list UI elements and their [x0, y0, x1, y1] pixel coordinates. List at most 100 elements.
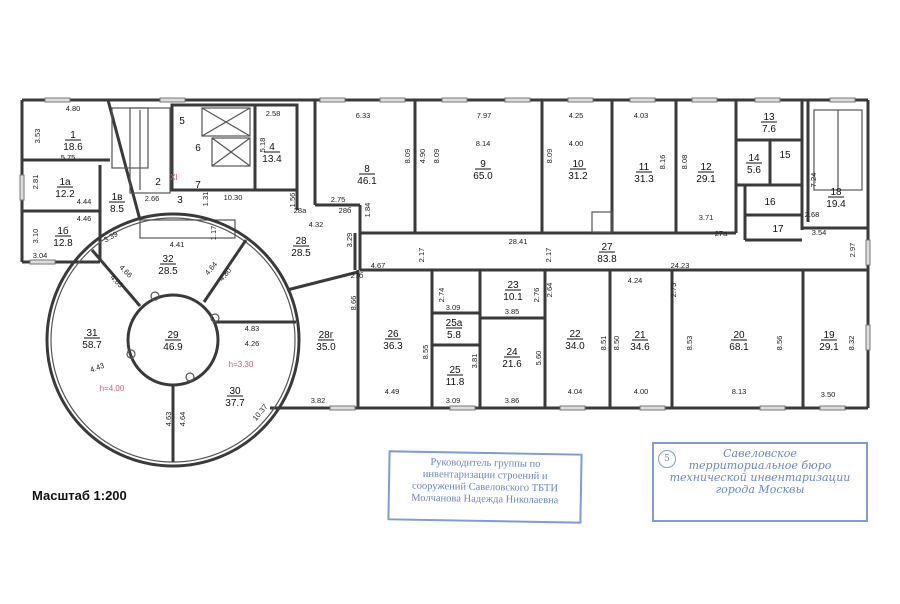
dimension-label: 8.55: [421, 345, 430, 360]
room-area: 28.5: [291, 248, 311, 259]
dimension-label: 3.54: [812, 228, 827, 237]
room-number: 29: [167, 330, 179, 341]
room-area: 12.8: [53, 238, 73, 249]
room-area: 21.6: [502, 359, 522, 370]
stamp-bti: 5 Савеловское территориальное бюро техни…: [652, 442, 868, 522]
room-number: 21: [634, 330, 646, 341]
room-area: 35.0: [316, 342, 336, 353]
room-number: 26: [387, 329, 399, 340]
dimension-label: 4.26: [245, 339, 260, 348]
room-number: 24: [506, 347, 518, 358]
dimension-label: 6.33: [356, 111, 371, 120]
room-area: 37.7: [225, 398, 245, 409]
room-number: 1: [70, 130, 76, 141]
room-number: 17: [772, 224, 784, 235]
dimension-label: 8.51: [599, 336, 608, 351]
room-area: 58.7: [82, 340, 102, 351]
room-area: 11.8: [446, 377, 465, 388]
room-number: 31: [86, 328, 98, 339]
dimension-label: 3.04: [33, 251, 48, 260]
dimension-label: 1.31: [201, 192, 210, 207]
dimension-label: 1.84: [363, 203, 372, 218]
dimension-label: 2.64: [545, 283, 554, 298]
dimension-label: 4.49: [385, 387, 400, 396]
dimension-label: 4.80: [66, 104, 81, 113]
dimension-label: 4.03: [634, 111, 649, 120]
room-number: 11: [639, 162, 650, 173]
stamp-line: города Москвы: [715, 483, 805, 496]
room-number: 4: [269, 142, 275, 153]
room-area: 31.3: [634, 174, 654, 185]
dimension-label: 3.10: [31, 229, 40, 244]
dimension-label: 3.71: [699, 213, 714, 222]
room-number: 18: [830, 187, 842, 198]
room-number: 19: [823, 330, 835, 341]
room-area: 10.1: [503, 292, 523, 303]
dimension-label: 8.13: [732, 387, 747, 396]
small-room-label: 28б: [339, 206, 352, 215]
room-number: 25: [449, 365, 461, 376]
room-number: 8: [364, 164, 370, 175]
room-area: 12.2: [55, 189, 75, 200]
room-area: 5.6: [747, 165, 761, 176]
dimension-label: 3.86: [505, 396, 520, 405]
room-number: 15: [779, 150, 791, 161]
dimension-label: 1.17: [209, 226, 218, 241]
ceiling-height-note: h=3.30: [229, 360, 254, 369]
dimension-label: 2.81: [31, 175, 40, 190]
dimension-label: 7.97: [477, 111, 492, 120]
dimension-label: 4.63: [164, 412, 173, 427]
dimension-label: 8.08: [680, 155, 689, 170]
room-area: 83.8: [597, 254, 617, 265]
dimension-label: 8.14: [476, 139, 491, 148]
dimension-label: 2.97: [848, 243, 857, 258]
dimension-label: 8.09: [545, 149, 554, 164]
room-number: 10: [572, 159, 584, 170]
room-area: 36.3: [383, 341, 403, 352]
dimension-label: 3.81: [470, 354, 479, 369]
room-number: 32: [162, 254, 174, 265]
room-area: 34.6: [630, 342, 650, 353]
room-number: 25а: [446, 318, 463, 329]
dimension-label: 24.23: [671, 261, 690, 270]
room-area: 65.0: [473, 171, 493, 182]
stamp-line: технической инвентаризации: [669, 471, 851, 484]
room-number: 1б: [57, 225, 69, 237]
room-area: 19.4: [826, 199, 846, 210]
dimension-label: 5.60: [534, 351, 543, 366]
dimension-label: 4.41: [170, 240, 185, 249]
dimension-label: 2.17: [417, 248, 426, 263]
windows: [19, 97, 871, 411]
dimension-label: 3.09: [446, 303, 461, 312]
room-area: 28.5: [158, 266, 178, 277]
small-room-label: 27а: [715, 229, 728, 238]
room-area: 7.6: [762, 124, 776, 135]
ceiling-height-note: h=4.00: [100, 384, 125, 393]
dimension-label: 4.90: [418, 149, 427, 164]
dimension-label: 4.64: [178, 412, 187, 427]
room-area: 68.1: [729, 342, 749, 353]
room-number: 6: [195, 143, 201, 154]
dimension-label: 4.43: [89, 361, 106, 374]
dimension-label: 4.00: [569, 139, 584, 148]
dimension-label: 2.66: [145, 194, 160, 203]
dimension-label: 8.09: [403, 149, 412, 164]
room-number: 20: [733, 330, 745, 341]
dimension-label: 5.18: [258, 138, 267, 153]
room-number: 9: [480, 159, 486, 170]
dimension-label: 4.24: [628, 276, 643, 285]
room-area: 13.4: [262, 154, 282, 165]
dimension-label: 8.50: [612, 336, 621, 351]
section-marker: XI: [170, 173, 178, 182]
dimension-label: 4.46: [77, 214, 92, 223]
dimension-label: 1.56: [288, 193, 297, 208]
walls: [20, 98, 870, 468]
dimension-label: 7.24: [809, 173, 818, 188]
scale-label: Масштаб 1:200: [32, 488, 127, 503]
dimension-label: 3.50: [821, 390, 836, 399]
stamp-line: Савеловское: [723, 447, 797, 460]
room-number: 22: [569, 329, 581, 340]
dimension-label: 3.85: [505, 307, 520, 316]
